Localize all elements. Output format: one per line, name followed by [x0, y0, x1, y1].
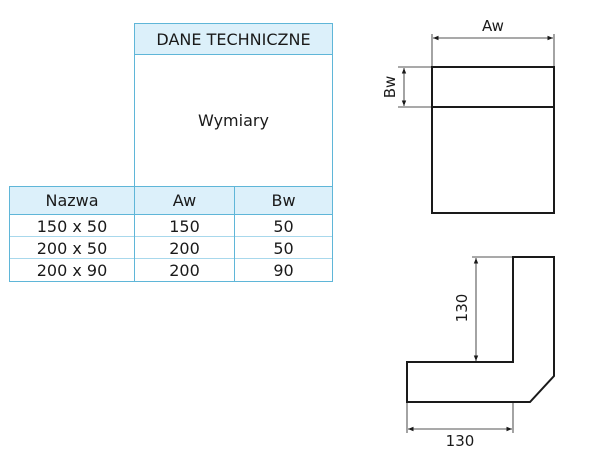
column-header-bw: Bw	[234, 186, 333, 215]
dimensions-group-label: Wymiary	[134, 55, 333, 186]
elbow-outline	[406, 256, 555, 403]
table-cell-name: 200 x 50	[9, 237, 134, 259]
table-cell-bw: 50	[234, 237, 333, 259]
table-cell-aw: 150	[134, 215, 234, 237]
table-row	[9, 215, 333, 237]
aw-dimension-label: Aw	[482, 17, 504, 35]
bw-dimension-label: Bw	[381, 76, 399, 99]
table-header-row	[9, 186, 333, 215]
table-title: DANE TECHNICZNE	[134, 23, 333, 55]
column-header-aw: Aw	[134, 186, 234, 215]
table-cell-bw: 50	[234, 215, 333, 237]
width-dimension-label: 130	[446, 432, 475, 450]
height-dimension-label: 130	[453, 294, 471, 323]
table-cell-aw: 200	[134, 259, 234, 282]
table-cell-name: 150 x 50	[9, 215, 134, 237]
top-view-outline	[431, 66, 555, 214]
table-cell-aw: 200	[134, 237, 234, 259]
table-cell-bw: 90	[234, 259, 333, 282]
table-cell-name: 200 x 90	[9, 259, 134, 282]
table-row	[9, 259, 333, 282]
top-view-drawing: Aw Bw	[381, 17, 555, 214]
table-row	[9, 237, 333, 259]
side-view-drawing: 130 130	[406, 256, 555, 450]
column-header-name: Nazwa	[9, 186, 134, 215]
